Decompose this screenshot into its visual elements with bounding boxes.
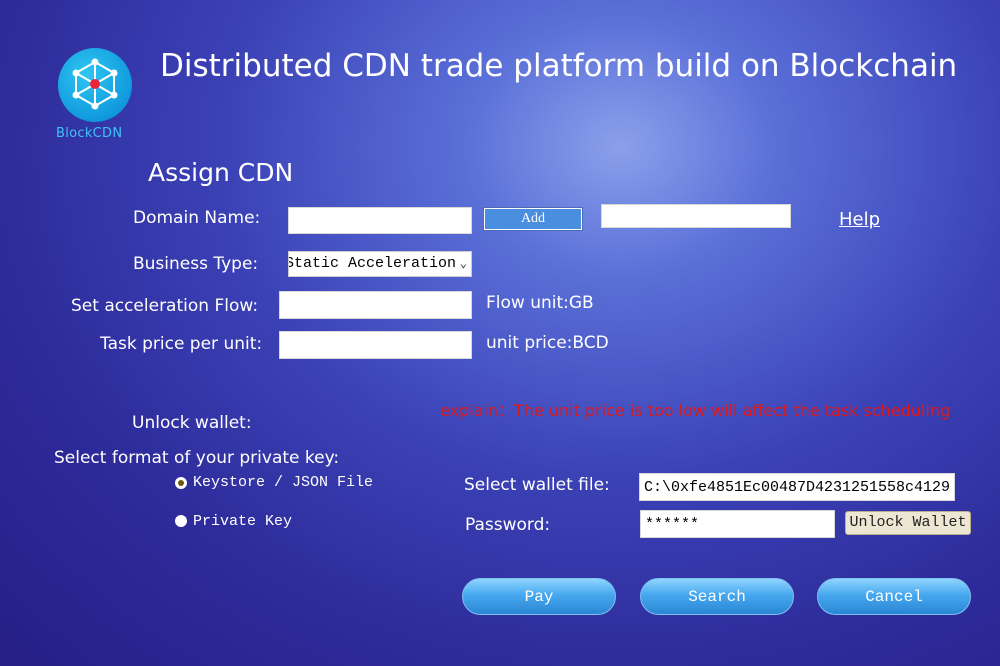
chevron-down-icon: ⌄ <box>459 257 467 271</box>
explain-text: explain：The unit price is too low will a… <box>440 401 951 420</box>
price-unit-label: unit price:BCD <box>486 333 609 353</box>
password-label: Password: <box>465 515 551 535</box>
price-label: Task price per unit: <box>100 334 263 354</box>
network-node-icon <box>72 58 118 110</box>
domain-input[interactable] <box>288 207 472 234</box>
blockcdn-logo <box>58 48 132 122</box>
business-type-value: Static Acceleration <box>288 255 457 272</box>
flow-input[interactable] <box>279 291 472 319</box>
domain-list-field[interactable] <box>601 204 791 228</box>
radio-keystore-label[interactable]: Keystore / JSON File <box>193 474 374 491</box>
wallet-file-input[interactable] <box>639 473 955 501</box>
add-button[interactable]: Add <box>483 207 583 231</box>
radio-keystore[interactable] <box>175 477 187 489</box>
flow-unit-label: Flow unit:GB <box>486 293 594 313</box>
key-format-label: Select format of your private key: <box>54 448 340 468</box>
pay-button[interactable]: Pay <box>462 578 616 615</box>
password-input[interactable] <box>640 510 835 538</box>
cancel-button[interactable]: Cancel <box>817 578 971 615</box>
unlock-wallet-button[interactable]: Unlock Wallet <box>845 511 971 535</box>
section-title: Assign CDN <box>148 158 294 187</box>
page-title: Distributed CDN trade platform build on … <box>160 48 958 84</box>
radio-private-key[interactable] <box>175 515 187 527</box>
wallet-file-label: Select wallet file: <box>464 475 610 495</box>
radio-private-key-label[interactable]: Private Key <box>193 513 293 530</box>
help-link[interactable]: Help <box>839 209 881 230</box>
unlock-wallet-label: Unlock wallet: <box>132 413 252 433</box>
search-button[interactable]: Search <box>640 578 794 615</box>
flow-label: Set acceleration Flow: <box>71 296 259 316</box>
logo-text: BlockCDN <box>56 126 123 141</box>
business-type-label: Business Type: <box>133 254 259 274</box>
domain-label: Domain Name: <box>133 208 261 228</box>
business-type-select[interactable]: Static Acceleration ⌄ <box>288 251 472 277</box>
price-input[interactable] <box>279 331 472 359</box>
